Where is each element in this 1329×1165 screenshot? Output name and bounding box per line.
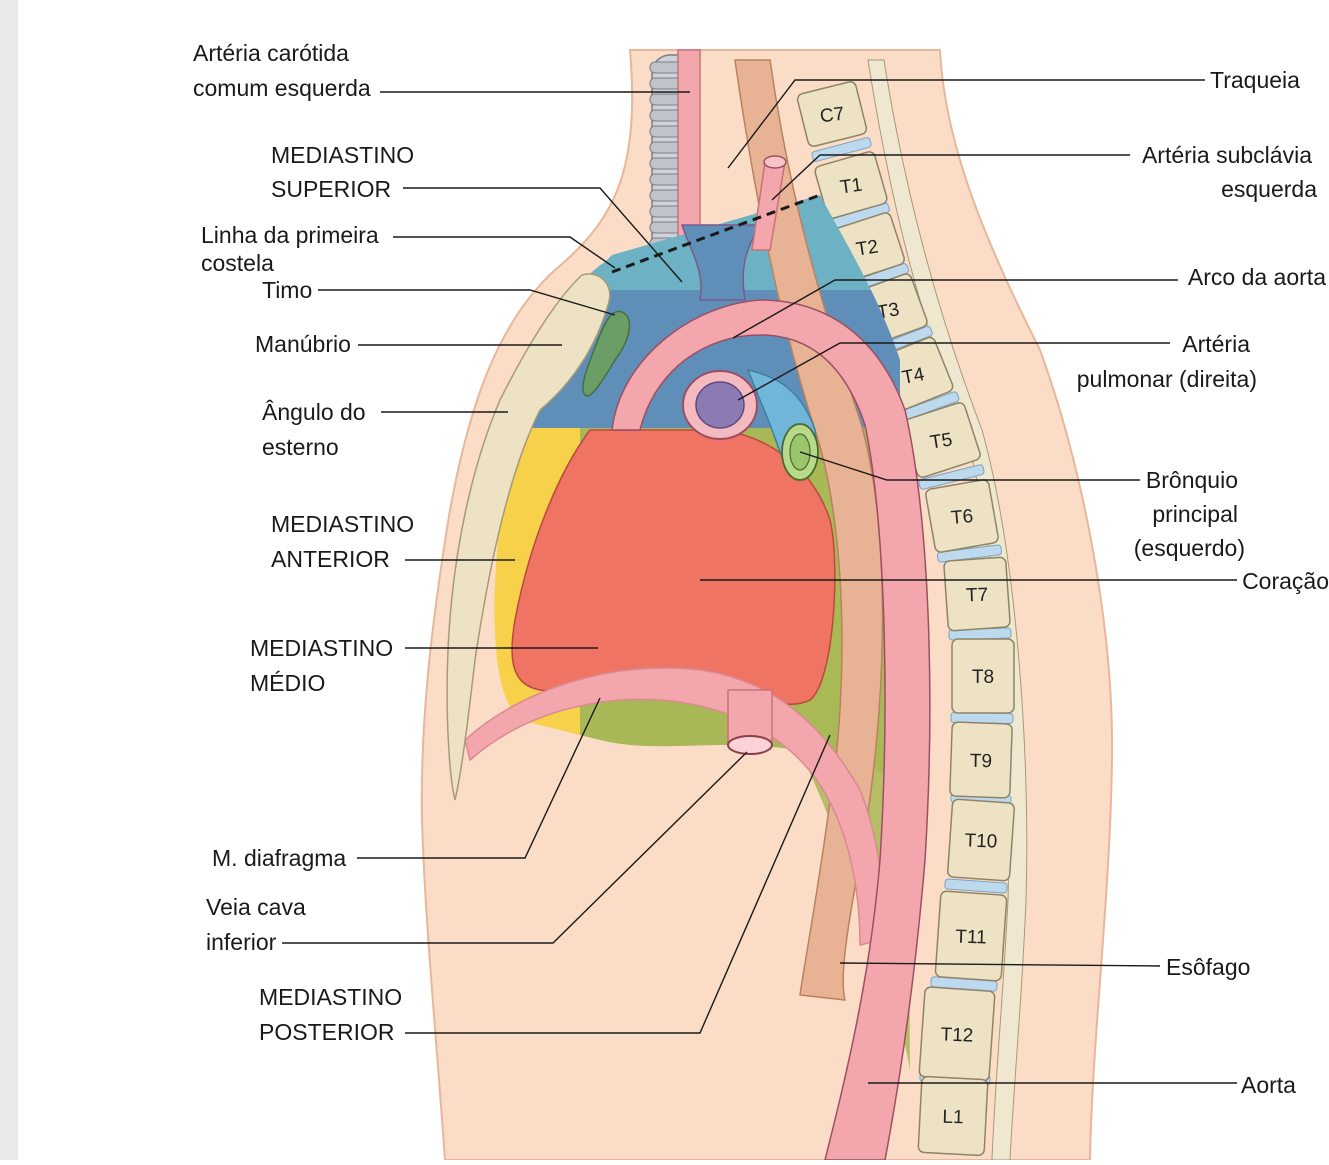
intervertebral-disc [944, 878, 1008, 894]
vertebra-t8: T8 [951, 638, 1015, 714]
vertebra-t12: T12 [918, 986, 996, 1082]
vertebra-label: T9 [970, 751, 993, 772]
first-rib-line [611, 193, 821, 274]
vertebra-label: T12 [940, 1024, 973, 1046]
vertebra-label: T7 [966, 585, 989, 607]
vertebra-l1: L1 [917, 1075, 989, 1157]
label-aortic-arch: Arco da aorta [1188, 264, 1326, 290]
vertebra-t9: T9 [949, 721, 1013, 799]
label-pulmonary-line2: pulmonar (direita) [1077, 366, 1257, 392]
label-first-rib-line2: costela [201, 250, 274, 276]
label-thymus: Timo [262, 277, 312, 303]
leader-lines [282, 79, 1237, 1084]
label-sternal-angle-line2: esterno [262, 434, 339, 460]
vertebra-label: T10 [964, 830, 997, 852]
vertebra-t5: T5 [901, 402, 981, 478]
vertebra-label: T8 [972, 667, 994, 688]
label-anterior-mediastinum-line1: MEDIASTINO [271, 511, 414, 537]
aortic-arch-branches [680, 224, 762, 301]
label-superior-mediastinum-line2: SUPERIOR [271, 176, 391, 202]
label-pulmonary-line1: Artéria [1182, 331, 1250, 357]
vertebra-label: T5 [929, 429, 954, 453]
right-pulmonary-artery [682, 370, 758, 440]
labels: Artéria carótida comum esquerda MEDIASTI… [193, 40, 1329, 1098]
label-ivc-line1: Veia cava [206, 894, 306, 920]
label-heart: Coração [1242, 568, 1329, 594]
vertebra-t10: T10 [947, 798, 1015, 882]
vertebra-label: T2 [855, 236, 880, 260]
label-subclavian-line2: esquerda [1221, 176, 1317, 202]
vertebra-c7: C7 [796, 81, 868, 147]
vertebra-t1: T1 [814, 151, 888, 219]
label-carotid-line1: Artéria carótida [193, 40, 349, 66]
label-middle-mediastinum-line1: MEDIASTINO [250, 635, 393, 661]
label-first-rib-line1: Linha da primeira [201, 222, 379, 248]
label-sternal-angle-line1: Ângulo do [262, 399, 366, 425]
label-manubrium: Manúbrio [255, 331, 351, 357]
vertebra-t6: T6 [925, 479, 999, 553]
label-diaphragm: M. diafragma [212, 845, 346, 871]
label-bronchus-line3: (esquerdo) [1134, 535, 1245, 561]
thymus [582, 310, 631, 397]
label-subclavian-line1: Artéria subclávia [1142, 142, 1312, 168]
label-bronchus-line2: principal [1152, 501, 1238, 527]
label-carotid-line2: comum esquerda [193, 75, 371, 101]
left-gutter [0, 0, 18, 1160]
label-trachea: Traqueia [1210, 67, 1300, 93]
vertebra-label: T1 [839, 175, 864, 199]
vertebra-label: C7 [819, 104, 846, 128]
vertebra-label: L1 [942, 1107, 964, 1129]
label-anterior-mediastinum-line2: ANTERIOR [271, 546, 390, 572]
label-aorta: Aorta [1241, 1072, 1296, 1098]
aorta [611, 299, 931, 1161]
vertebra-label: T11 [955, 926, 987, 948]
intervertebral-disc [918, 464, 985, 490]
sternum [446, 273, 611, 801]
vertebra-t11: T11 [934, 890, 1008, 982]
label-middle-mediastinum-line2: MÉDIO [250, 670, 325, 696]
label-superior-mediastinum-line1: MEDIASTINO [271, 142, 414, 168]
intervertebral-disc [936, 544, 1003, 563]
label-posterior-mediastinum-line2: POSTERIOR [259, 1019, 394, 1045]
vertebra-t7: T7 [943, 556, 1011, 632]
label-ivc-line2: inferior [206, 929, 277, 955]
vertebra-label: T6 [950, 506, 974, 529]
vertebra-label: T4 [900, 364, 926, 389]
inferior-vena-cava [727, 689, 773, 755]
label-esophagus: Esôfago [1166, 954, 1250, 980]
label-posterior-mediastinum-line1: MEDIASTINO [259, 984, 402, 1010]
label-bronchus-line1: Brônquio [1146, 467, 1238, 493]
